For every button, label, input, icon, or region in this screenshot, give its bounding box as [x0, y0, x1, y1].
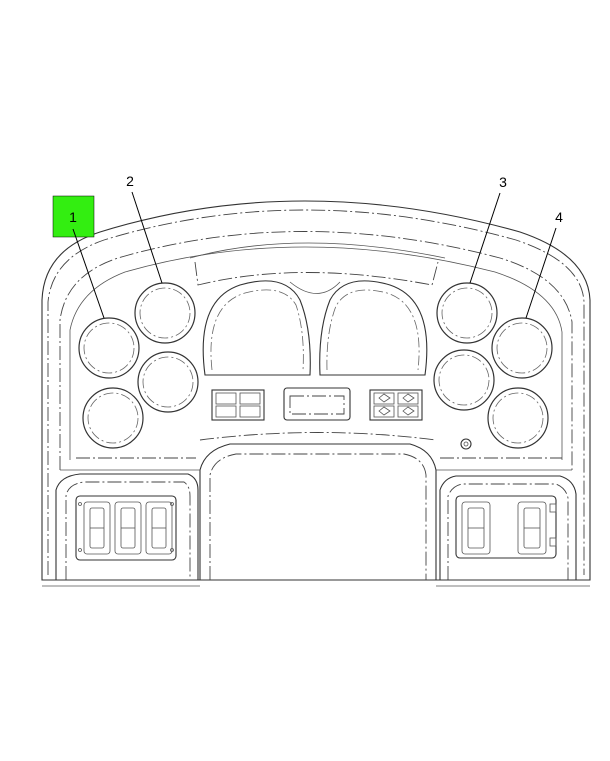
center-gauges [202, 280, 428, 376]
right-switch-pod [439, 475, 577, 580]
center-console-cutout [60, 432, 572, 580]
callout-2-leader [131, 191, 163, 284]
callouts: 1 2 3 4 [52, 173, 563, 319]
small-gauges [78, 282, 553, 449]
callout-3-leader [469, 192, 501, 284]
indicator-cluster [211, 387, 472, 450]
callout-1-label: 1 [69, 209, 77, 225]
callout-1-leader [72, 228, 105, 319]
gauge-callout-1 [78, 317, 140, 379]
callout-3-label: 3 [499, 174, 507, 190]
gauge-callout-2 [134, 282, 196, 344]
callout-4-label: 4 [555, 209, 563, 225]
bottom-edge [42, 579, 590, 587]
left-switch-pod [55, 473, 199, 580]
callout-2-label: 2 [126, 173, 134, 189]
gauge-callout-3 [436, 282, 498, 344]
callout-4-leader [525, 227, 557, 319]
gauge-callout-4 [491, 317, 553, 379]
